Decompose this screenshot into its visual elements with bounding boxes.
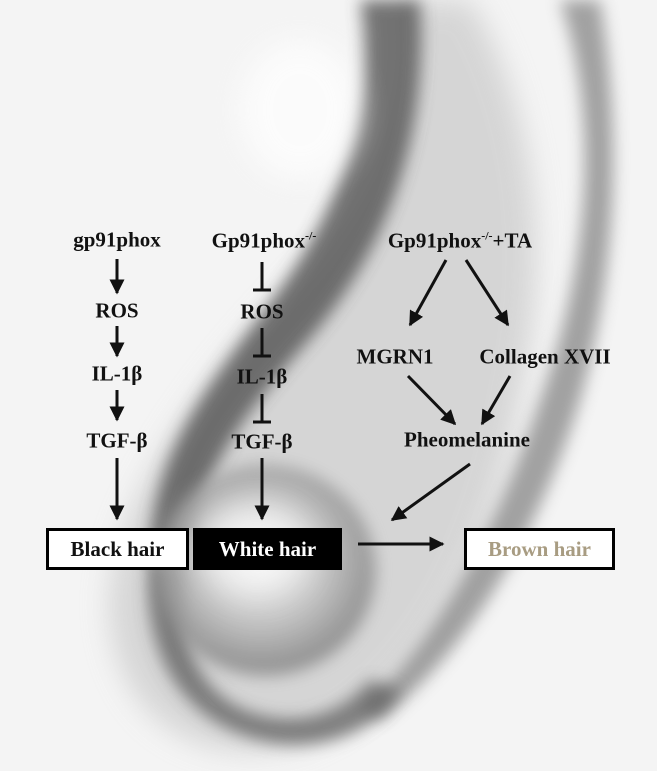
node-pheomelanine: Pheomelanine xyxy=(404,430,530,451)
arrow-collagen-to-pheomelanine xyxy=(482,376,510,424)
outcome-black-hair: Black hair xyxy=(46,528,189,570)
node-tgfb-wt: TGF-β xyxy=(86,431,147,452)
node-collagen-xvii: Collagen XVII xyxy=(479,347,610,368)
node-mgrn1: MGRN1 xyxy=(357,347,434,368)
node-ros-ko: ROS xyxy=(240,302,283,323)
node-gp91phox-ko-base: Gp91phox xyxy=(212,229,305,253)
node-il1b-ko: IL-1β xyxy=(237,367,288,388)
arrow-treated-to-mgrn1 xyxy=(410,260,446,325)
node-gp91phox-ta-suffix: +TA xyxy=(493,229,533,253)
arrow-mgrn1-to-pheomelanine xyxy=(408,376,455,424)
node-gp91phox-ta: Gp91phox-/-+TA xyxy=(388,231,532,252)
arrow-pheomelanine-to-outcome xyxy=(392,464,470,520)
node-gp91phox-ko-sup: -/- xyxy=(305,229,316,243)
node-il1b-wt: IL-1β xyxy=(92,364,143,385)
outcome-white-hair: White hair xyxy=(193,528,342,570)
node-gp91phox: gp91phox xyxy=(73,230,161,251)
outcome-brown-hair: Brown hair xyxy=(464,528,615,570)
node-gp91phox-ta-sup: -/- xyxy=(481,229,492,243)
node-tgfb-ko: TGF-β xyxy=(231,432,292,453)
node-gp91phox-ta-base: Gp91phox xyxy=(388,229,481,253)
node-ros-wt: ROS xyxy=(95,301,138,322)
arrow-treated-to-collagen xyxy=(466,260,508,325)
node-gp91phox-ko: Gp91phox-/- xyxy=(212,231,317,252)
